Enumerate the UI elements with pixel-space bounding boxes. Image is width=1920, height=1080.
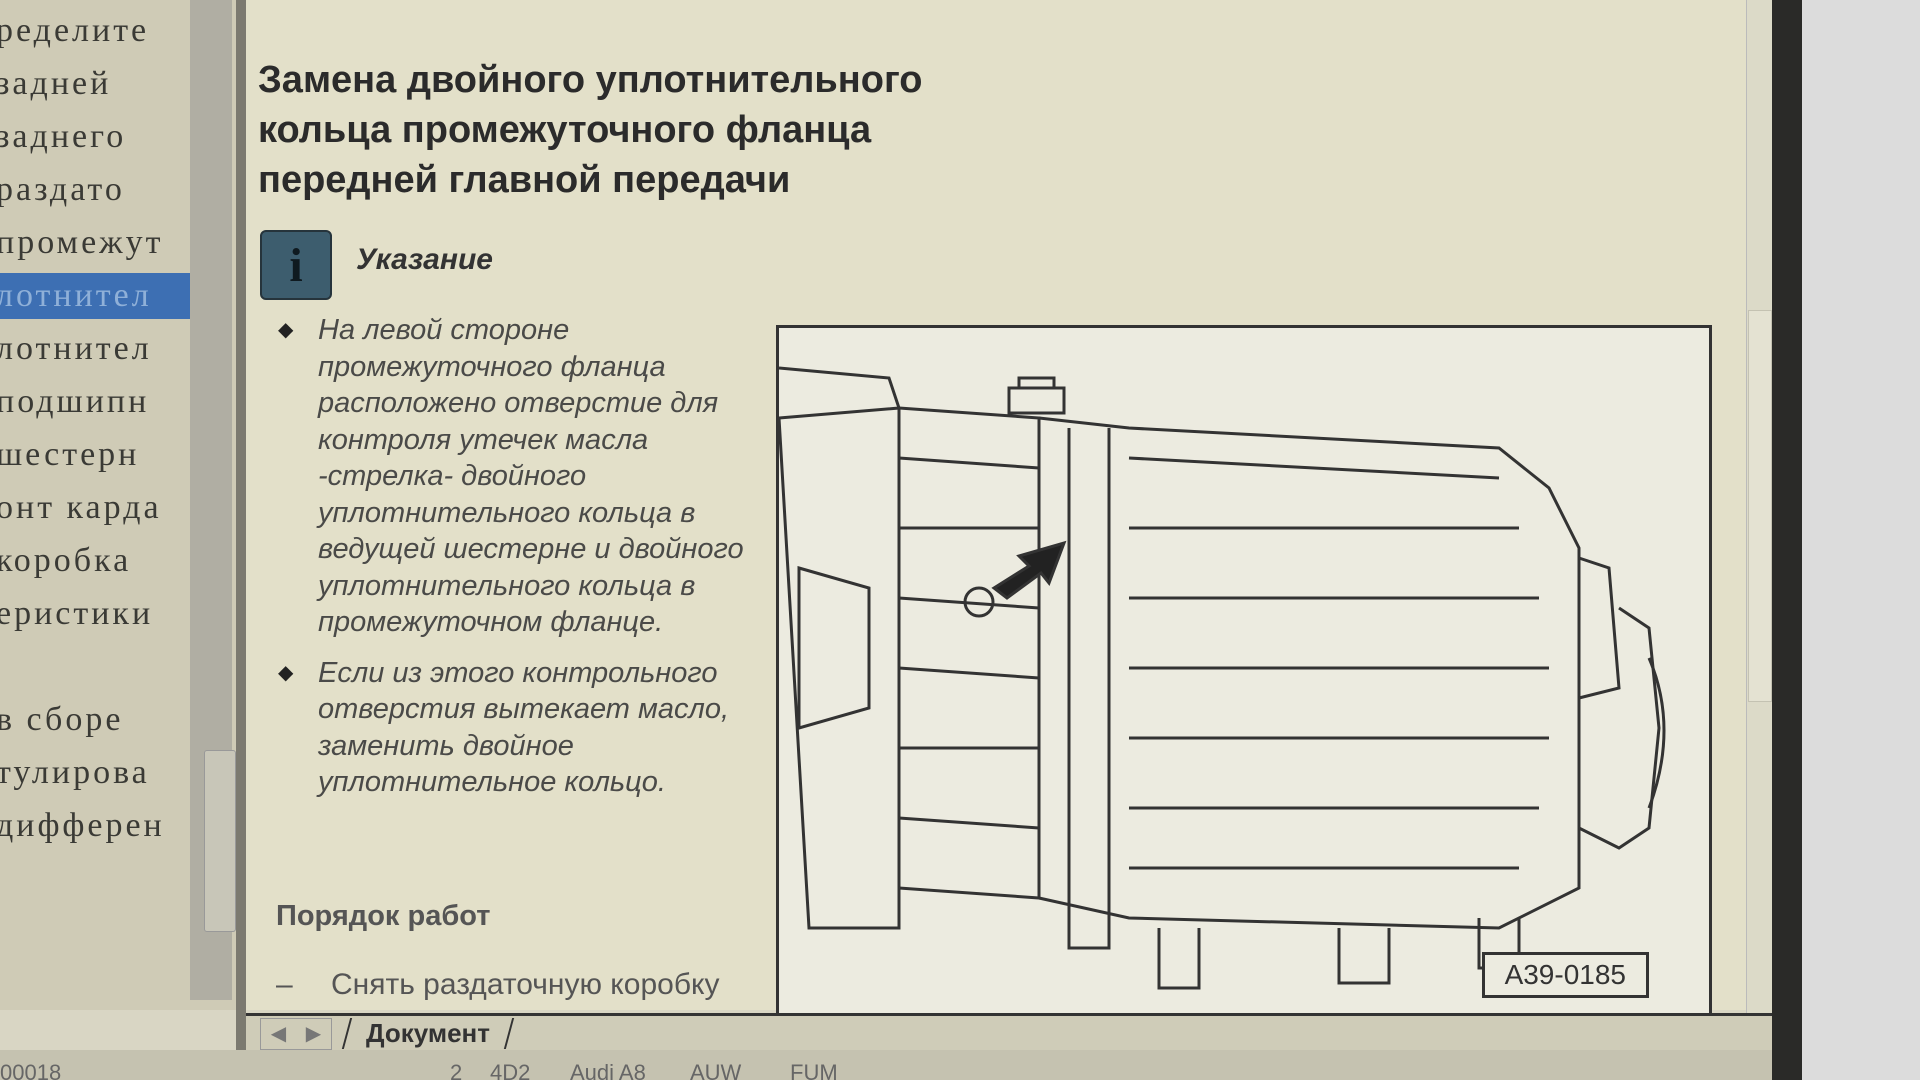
bullet-text: На левой стороне промежуточного фланца р… <box>318 314 744 638</box>
background-wall <box>1802 0 1920 1080</box>
nav-tree-item[interactable]: ределите <box>0 12 150 49</box>
tab-prev-button[interactable]: ◀ <box>270 1023 287 1045</box>
step-dash: – <box>276 968 293 1001</box>
title-line: кольца промежуточного фланца <box>258 109 872 151</box>
nav-tree-item[interactable]: промежут <box>0 224 164 261</box>
bullet-icon: ◆ <box>278 319 294 341</box>
status-field: Audi A8 <box>570 1060 646 1080</box>
document-pane: Замена двойного уплотнительного кольца п… <box>246 0 1746 1018</box>
tab-label: Документ <box>366 1018 490 1048</box>
pane-splitter[interactable] <box>236 0 246 1050</box>
steps-heading: Порядок работ <box>276 900 491 932</box>
bullet-icon: ◆ <box>278 661 294 684</box>
tab-next-button[interactable]: ▶ <box>305 1023 322 1045</box>
title-line: Замена двойного уплотнительного <box>258 59 923 101</box>
page-title: Замена двойного уплотнительного кольца п… <box>258 55 923 205</box>
navigation-tree: ределите задней заднего раздато промежут лотн… <box>0 0 240 1010</box>
list-item: ◆ На левой стороне промежуточного фланца … <box>262 312 758 641</box>
tab-bar: ◀ ▶ Документ <box>246 1013 1772 1053</box>
monitor-bezel <box>1772 0 1802 1080</box>
nav-tree-item[interactable]: онт карда <box>0 489 162 526</box>
note-label: Указание <box>356 243 493 276</box>
nav-tree-item[interactable]: лотнител <box>0 330 152 367</box>
title-line: передней главной передачи <box>258 159 791 201</box>
info-icon: i <box>260 230 332 300</box>
nav-tree-item[interactable]: тулирова <box>0 754 150 791</box>
figure-id: A39-0185 <box>1481 952 1649 998</box>
nav-tree-item[interactable]: подшипн <box>0 383 150 420</box>
status-field: 4D2 <box>490 1060 531 1080</box>
list-item: ◆ Если из этого контрольного отверстия вы… <box>262 655 758 801</box>
note-bullets: ◆ На левой стороне промежуточного фланца … <box>262 312 758 815</box>
nav-tree-item[interactable]: еристики <box>0 595 154 632</box>
step-item: – Снять раздаточную коробку <box>276 968 719 1002</box>
nav-tree-item[interactable]: дифферен <box>0 807 165 844</box>
status-field: 2 <box>450 1060 463 1080</box>
nav-tree-item[interactable]: в сборе <box>0 701 124 738</box>
tab-document[interactable]: Документ <box>341 1018 515 1049</box>
nav-tree-item[interactable]: раздато <box>0 171 125 208</box>
step-text: Снять раздаточную коробку <box>331 968 720 1001</box>
status-field: AUW <box>690 1060 742 1080</box>
status-bar: 00018 2 4D2 Audi A8 AUW FUM <box>0 1050 1772 1080</box>
nav-tree-item[interactable]: коробка <box>0 542 132 579</box>
document-scrollbar-thumb[interactable] <box>1748 310 1772 702</box>
nav-tree-item[interactable]: заднего <box>0 118 127 155</box>
gearbox-illustration: A39-0185 <box>776 325 1712 1018</box>
status-field: FUM <box>790 1060 838 1080</box>
gearbox-drawing <box>779 366 1666 990</box>
nav-tree-item[interactable]: задней <box>0 65 112 102</box>
tab-navigation: ◀ ▶ <box>260 1018 332 1050</box>
bullet-text: Если из этого контрольного отверстия выт… <box>318 656 730 799</box>
status-field: 00018 <box>0 1060 62 1080</box>
nav-tree-item[interactable]: шестерн <box>0 436 140 473</box>
nav-scrollbar-thumb[interactable] <box>204 750 236 932</box>
